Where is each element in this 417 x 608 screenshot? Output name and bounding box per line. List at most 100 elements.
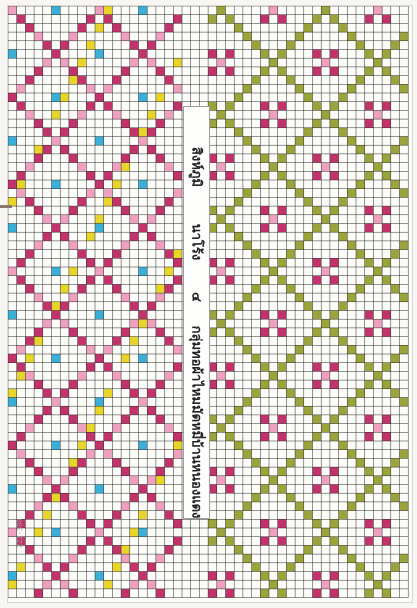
motif-cell [226, 589, 235, 598]
magenta-cell [112, 424, 121, 433]
magenta-cell [34, 206, 43, 215]
magenta-cell [130, 580, 139, 589]
olive-cell [295, 554, 304, 563]
magenta-cell [121, 206, 130, 215]
motif-cell [365, 519, 374, 528]
olive-cell [243, 189, 252, 198]
olive-cell [330, 15, 339, 24]
magenta-cell [52, 224, 61, 233]
cyan-cell [139, 267, 148, 276]
motif-center-cell [217, 58, 226, 67]
yellow-cell [25, 354, 34, 363]
olive-cell [365, 67, 374, 76]
olive-cell [295, 345, 304, 354]
magenta-cell [173, 84, 182, 93]
magenta-cell [17, 171, 26, 180]
olive-cell [208, 537, 217, 546]
yellow-cell [17, 371, 26, 380]
olive-cell [382, 380, 391, 389]
olive-cell [365, 276, 374, 285]
magenta-cell [130, 41, 139, 50]
magenta-cell [86, 171, 95, 180]
olive-cell [347, 241, 356, 250]
magenta-cell [78, 284, 87, 293]
magenta-cell [69, 554, 78, 563]
magenta-cell [69, 589, 78, 598]
magenta-cell [34, 241, 43, 250]
magenta-cell [112, 23, 121, 32]
yellow-cell [17, 180, 26, 189]
olive-cell [382, 276, 391, 285]
yellow-cell [8, 580, 17, 589]
olive-cell [295, 293, 304, 302]
yellow-cell [95, 406, 104, 415]
olive-cell [330, 206, 339, 215]
magenta-cell [86, 258, 95, 267]
motif-cell [208, 589, 217, 598]
motif-center-cell [269, 6, 278, 15]
magenta-cell [43, 128, 52, 137]
olive-cell [382, 67, 391, 76]
olive-cell [365, 154, 374, 163]
magenta-cell [25, 545, 34, 554]
cyan-cell [52, 180, 61, 189]
magenta-cell [139, 485, 148, 494]
magenta-cell [121, 154, 130, 163]
olive-cell [356, 493, 365, 502]
olive-cell [382, 50, 391, 59]
cyan-cell [95, 572, 104, 581]
magenta-cell [78, 337, 87, 346]
yellow-cell [156, 284, 165, 293]
olive-cell [278, 380, 287, 389]
magenta-cell [173, 345, 182, 354]
olive-cell [234, 337, 243, 346]
olive-cell [260, 589, 269, 598]
cyan-cell [52, 441, 61, 450]
magenta-cell [139, 137, 148, 146]
yellow-cell [104, 580, 113, 589]
magenta-cell [69, 67, 78, 76]
olive-cell [330, 102, 339, 111]
olive-cell [226, 328, 235, 337]
cyan-cell [52, 6, 61, 15]
olive-cell [313, 119, 322, 128]
yellow-cell [95, 215, 104, 224]
olive-cell [313, 519, 322, 528]
motif-center-cell [373, 110, 382, 119]
magenta-cell [78, 424, 87, 433]
magenta-cell [25, 458, 34, 467]
olive-cell [278, 572, 287, 581]
olive-cell [260, 171, 269, 180]
magenta-cell [173, 450, 182, 459]
motif-center-cell [321, 163, 330, 172]
magenta-cell [43, 476, 52, 485]
magenta-cell [112, 545, 121, 554]
motif-cell [226, 572, 235, 581]
olive-cell [304, 302, 313, 311]
olive-cell [321, 528, 330, 537]
olive-cell [243, 32, 252, 41]
yellow-cell [156, 93, 165, 102]
olive-cell [365, 380, 374, 389]
cyan-cell [95, 485, 104, 494]
olive-cell [373, 371, 382, 380]
olive-cell [400, 502, 409, 511]
olive-cell [304, 511, 313, 520]
yellow-cell [8, 389, 17, 398]
motif-cell [226, 50, 235, 59]
magenta-cell [60, 493, 69, 502]
magenta-cell [112, 110, 121, 119]
olive-cell [347, 502, 356, 511]
magenta-cell [156, 154, 165, 163]
olive-cell [260, 572, 269, 581]
cyan-cell [52, 93, 61, 102]
magenta-cell [34, 67, 43, 76]
magenta-cell [95, 354, 104, 363]
motif-cell [382, 519, 391, 528]
olive-cell [373, 163, 382, 172]
magenta-cell [165, 110, 174, 119]
magenta-cell [86, 84, 95, 93]
olive-cell [400, 137, 409, 146]
cyan-cell [52, 267, 61, 276]
yellow-cell [86, 232, 95, 241]
